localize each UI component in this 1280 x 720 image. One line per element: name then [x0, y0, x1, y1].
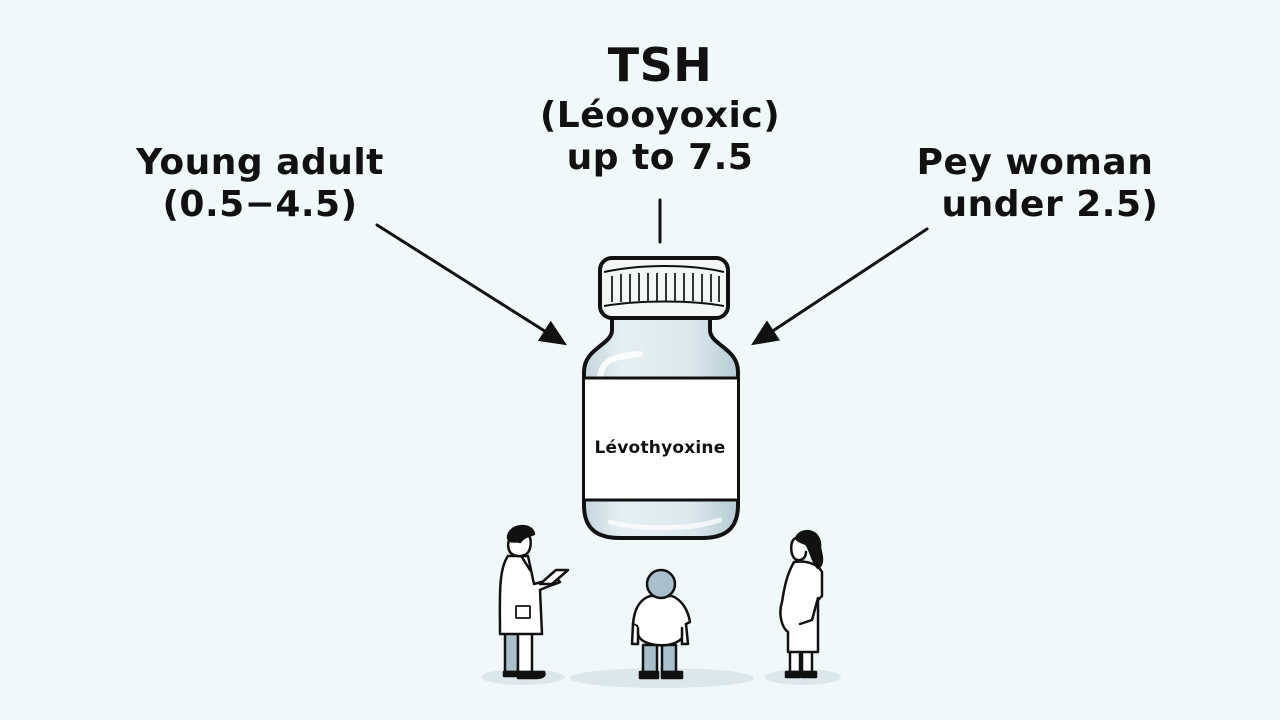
- young-adult-range: (0.5−4.5): [162, 184, 358, 226]
- woman-label: Pey woman under 2.5): [895, 142, 1175, 227]
- tsh-range: up to 7.5: [566, 137, 754, 179]
- doctor-figure-icon: [498, 525, 570, 680]
- tsh-subtitle: (Léooyoxic): [539, 94, 781, 136]
- young-adult-title: Young adult: [136, 142, 384, 183]
- arrow-left: [375, 223, 568, 346]
- young-adult-label: Young adult (0.5−4.5): [120, 142, 400, 227]
- bottle-label-text: Lévothyoxine: [594, 438, 726, 458]
- pregnant-woman-figure-icon: [779, 529, 824, 679]
- tsh-label: TSH (Léooyoxic) up to 7.5: [500, 40, 820, 180]
- older-person-figure-icon: [630, 568, 692, 680]
- tsh-title: TSH: [607, 38, 713, 92]
- arrow-right: [750, 227, 929, 346]
- woman-range: under 2.5): [941, 184, 1159, 226]
- medicine-bottle-icon: [582, 256, 740, 540]
- woman-title: Pey woman: [916, 142, 1154, 183]
